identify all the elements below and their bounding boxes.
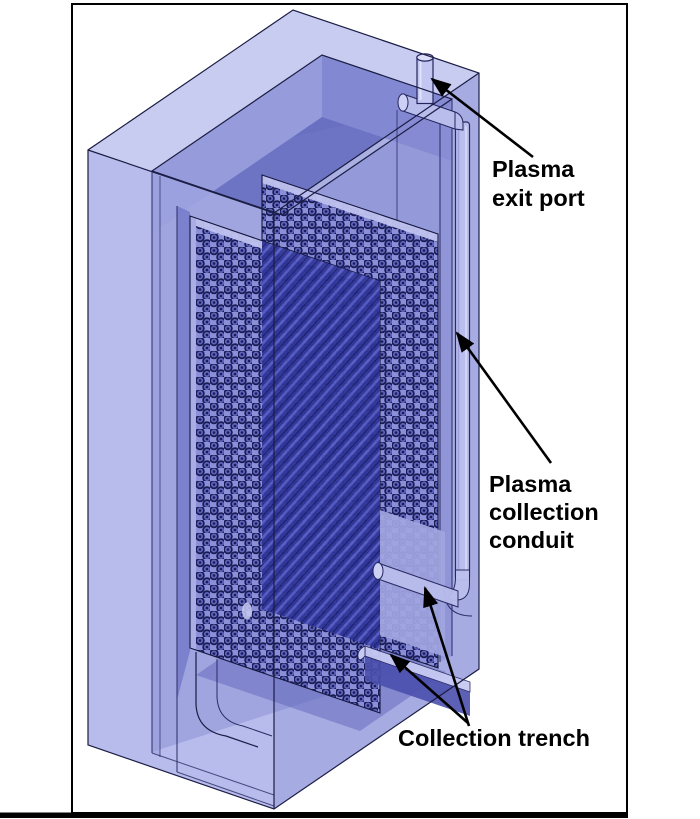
housing-top-face (88, 10, 479, 215)
channel-left-wall (177, 206, 190, 700)
left-wall-strip (152, 171, 160, 757)
plate-port-hole (242, 602, 252, 620)
cavity-back-right-wall (322, 55, 452, 161)
trench-arrow-front (389, 653, 469, 724)
plate-overlap-band (262, 241, 380, 649)
filter-plates (189, 174, 473, 714)
front-plate-left-rim (190, 216, 196, 650)
frame-bottom-bar (0, 812, 628, 818)
figure-frame (0, 3, 628, 818)
exit-port-cylinder (416, 56, 434, 105)
cavity-back-left-wall (152, 55, 322, 233)
trench-arrow-tube (423, 586, 471, 727)
exit-port-label: Plasma exit port (492, 156, 585, 211)
collection-trench-label: Collection trench (398, 725, 590, 751)
collection-conduit-label: Plasma collection conduit (489, 471, 605, 553)
left-bottom-diag-1 (151, 752, 275, 796)
channel-u-bottom-outer (195, 652, 259, 748)
exit-port-arrow (430, 77, 534, 159)
left-bottom-diag-2 (176, 771, 275, 807)
trench-lip-rounded-end (357, 645, 366, 661)
bottom-tube-end-cap (372, 562, 384, 580)
top-tube-end-cap (397, 93, 409, 112)
callout-labels: Plasma exit port Plasma collection condu… (398, 156, 605, 751)
channel-u-bottom-inner (216, 659, 273, 737)
right-wall-strip (440, 103, 452, 662)
top-elbow (454, 111, 464, 131)
conduit-arrow (455, 331, 553, 464)
housing-edges (87, 9, 480, 810)
callout-arrows (389, 77, 553, 727)
vertical-conduit (454, 121, 471, 581)
